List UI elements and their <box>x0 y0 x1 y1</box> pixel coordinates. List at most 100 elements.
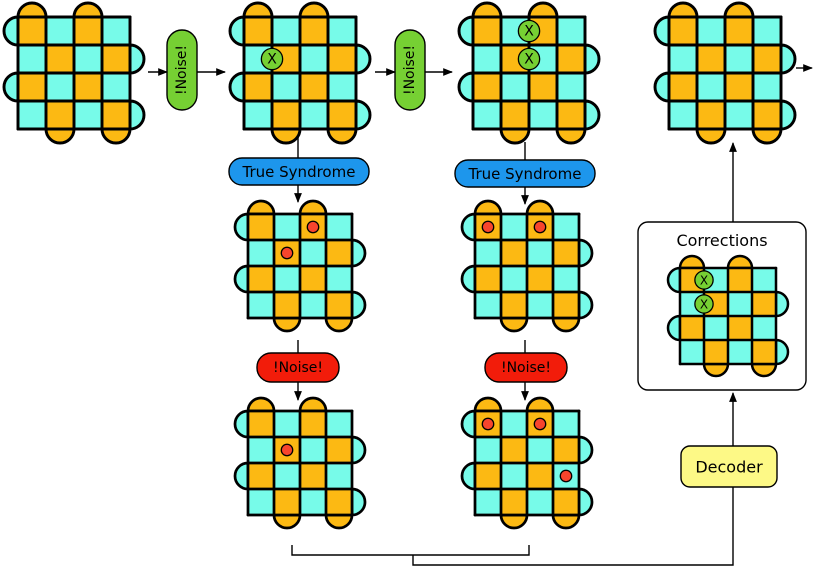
plaquette <box>704 316 728 340</box>
plaquette <box>697 17 725 45</box>
noise-pill-1 <box>166 29 198 111</box>
lattice-after-noise-1: X <box>228 1 372 145</box>
plaquette <box>244 73 272 101</box>
decoder-box <box>680 445 778 488</box>
boundary-stabilizer <box>460 409 477 439</box>
plaquette <box>300 17 328 45</box>
boundary-stabilizer <box>100 127 132 145</box>
plaquette <box>328 17 356 45</box>
plaquette <box>274 463 300 489</box>
boundary-stabilizer <box>653 15 671 47</box>
syndrome-marker <box>280 246 294 260</box>
lattice-true-syndrome-2 <box>460 199 594 333</box>
plaquette <box>300 437 326 463</box>
boundary-stabilizer <box>44 127 76 145</box>
boundary-stabilizer <box>577 238 594 268</box>
plaquette <box>326 489 352 515</box>
boundary-stabilizer <box>666 266 682 294</box>
boundary-stabilizer <box>16 1 48 19</box>
boundary-stabilizer <box>233 461 250 491</box>
plaquette <box>326 240 352 266</box>
boundary-stabilizer <box>779 99 797 131</box>
plaquette <box>553 214 579 240</box>
boundary-stabilizer <box>678 254 706 270</box>
plaquette <box>527 292 553 318</box>
boundary-stabilizer <box>350 238 367 268</box>
boundary-stabilizer <box>2 15 20 47</box>
noise-label-4: !Noise! <box>501 360 551 376</box>
plaquette <box>501 411 527 437</box>
lattice-grid <box>473 409 581 517</box>
true-syndrome-label-1: True Syndrome <box>242 163 356 181</box>
boundary-stabilizer <box>128 99 146 131</box>
plaquette <box>501 73 529 101</box>
plaquette <box>328 73 356 101</box>
x-error-marker <box>694 270 714 290</box>
plaquette <box>473 45 501 73</box>
plaquette <box>328 101 356 129</box>
plaquette <box>557 45 585 73</box>
x-error-marker <box>260 47 284 71</box>
boundary-stabilizer <box>653 71 671 103</box>
boundary-stabilizer <box>667 1 699 19</box>
boundary-stabilizer <box>354 43 372 75</box>
syndrome-marker <box>533 417 547 431</box>
plaquette <box>725 45 753 73</box>
plaquette <box>553 292 579 318</box>
lattice-corrections: XX <box>666 254 790 378</box>
plaquette <box>501 292 527 318</box>
plaquette <box>18 17 46 45</box>
syndrome-marker <box>481 220 495 234</box>
plaquette <box>74 17 102 45</box>
plaquette <box>728 292 752 316</box>
plaquette <box>18 45 46 73</box>
boundary-stabilizer <box>324 316 354 333</box>
boundary-stabilizer <box>774 338 790 366</box>
plaquette <box>248 214 274 240</box>
plaquette <box>697 73 725 101</box>
plaquette <box>74 45 102 73</box>
boundary-stabilizer <box>460 461 477 491</box>
noise-label-1: !Noise! <box>174 45 190 95</box>
true-syndrome-label-2: True Syndrome <box>468 165 582 183</box>
plaquette <box>473 73 501 101</box>
plaquette <box>475 292 501 318</box>
boundary-stabilizer <box>577 487 594 517</box>
plaquette <box>753 17 781 45</box>
plaquette <box>300 240 326 266</box>
boundary-stabilizer <box>555 127 587 145</box>
boundary-stabilizer <box>750 362 778 378</box>
plaquette <box>669 101 697 129</box>
plaquette <box>475 266 501 292</box>
plaquette <box>46 45 74 73</box>
boundary-stabilizer <box>246 199 276 216</box>
line-to-decoder <box>412 487 734 566</box>
plaquette <box>300 489 326 515</box>
boundary-stabilizer <box>702 362 730 378</box>
plaquette <box>326 437 352 463</box>
plaquette <box>501 489 527 515</box>
lattice-measured-syndrome-1 <box>233 396 367 530</box>
plaquette <box>274 266 300 292</box>
boundary-stabilizer <box>228 15 246 47</box>
boundary-stabilizer <box>499 513 529 530</box>
boundary-stabilizer <box>666 314 682 342</box>
boundary-stabilizer <box>233 264 250 294</box>
boundary-stabilizer <box>577 435 594 465</box>
boundary-stabilizer <box>457 15 475 47</box>
plaquette <box>752 340 776 364</box>
boundary-stabilizer <box>499 127 531 145</box>
boundary-stabilizer <box>551 513 581 530</box>
plaquette <box>102 101 130 129</box>
plaquette <box>697 45 725 73</box>
plaquette <box>527 240 553 266</box>
noise-pill-4 <box>484 352 568 383</box>
boundary-stabilizer <box>577 290 594 320</box>
lattice-corrected <box>653 1 797 145</box>
plaquette <box>326 214 352 240</box>
lattice-true-syndrome-1 <box>233 199 367 333</box>
plaquette <box>557 17 585 45</box>
noise-label-3: !Noise! <box>273 360 323 376</box>
boundary-stabilizer <box>460 264 477 294</box>
plaquette <box>326 292 352 318</box>
